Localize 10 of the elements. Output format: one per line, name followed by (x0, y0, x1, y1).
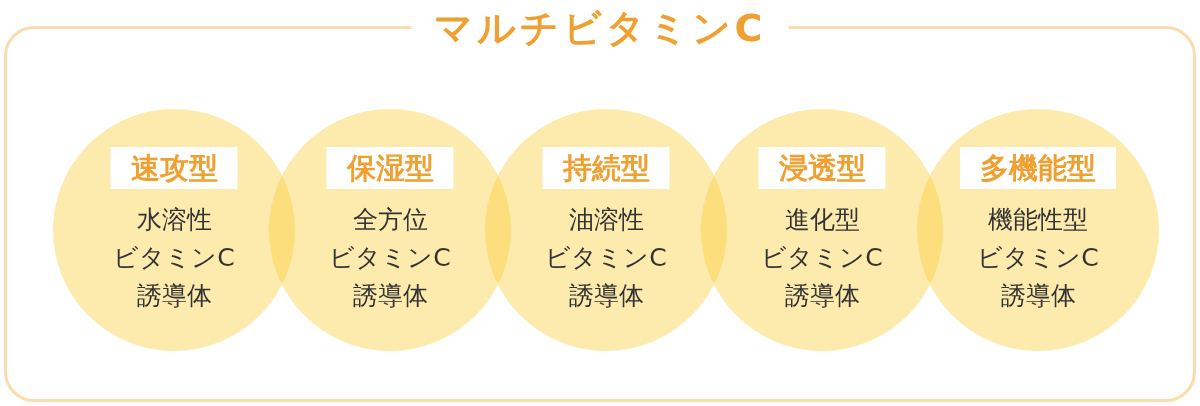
description-text: 機能性型ビタミンC誘導体 (976, 204, 1100, 312)
category-heading: 浸透型 (758, 147, 886, 189)
category-heading: 持続型 (542, 147, 670, 189)
description-text: 進化型ビタミンC誘導体 (760, 204, 884, 312)
description-text: 水溶性ビタミンC誘導体 (112, 204, 236, 312)
category-heading: 速攻型 (110, 147, 238, 189)
description-text: 全方位ビタミンC誘導体 (328, 204, 452, 312)
category-heading: 保湿型 (326, 147, 454, 189)
category-heading: 多機能型 (960, 147, 1116, 189)
description-text: 油溶性ビタミンC誘導体 (544, 204, 668, 312)
